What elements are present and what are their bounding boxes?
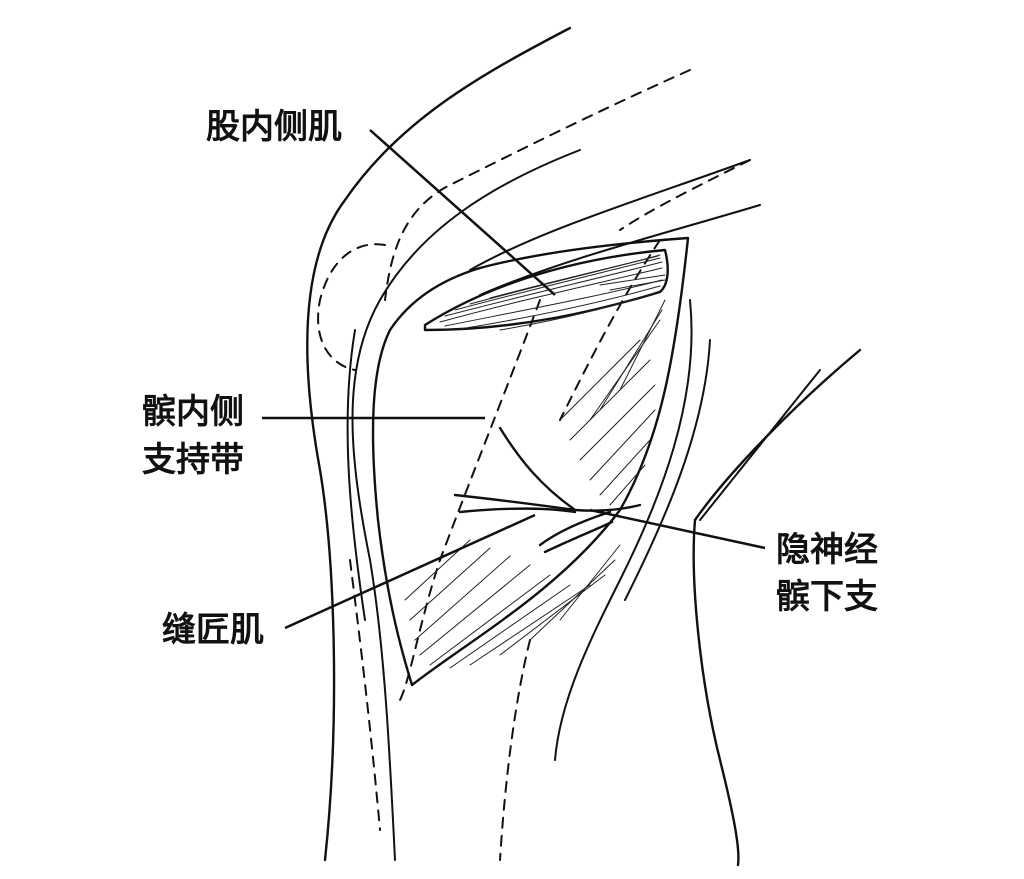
- label-saphenous-line1: 隐神经: [776, 530, 878, 570]
- label-saphenous-line2: 髌下支: [776, 577, 878, 617]
- incision-window: [371, 236, 690, 687]
- label-medial-retinaculum-line2: 支持带: [142, 440, 244, 480]
- label-sartorius: 缝匠肌: [162, 610, 264, 650]
- saphenous-nerve: [453, 426, 642, 514]
- leader-vastus-medialis: [369, 129, 556, 296]
- leader-saphenous: [589, 508, 766, 550]
- label-vastus-medialis: 股内侧肌: [206, 107, 342, 147]
- dashed-contours: [317, 69, 751, 861]
- leader-sartorius: [284, 513, 536, 630]
- sartorius-shading: [404, 510, 621, 669]
- label-medial-retinaculum-line1: 髌内侧: [142, 392, 244, 432]
- vastus-medialis-fibers: [439, 254, 666, 331]
- leader-lines: [262, 129, 766, 630]
- leg-outline: [306, 26, 862, 867]
- retinaculum-shading: [559, 299, 666, 506]
